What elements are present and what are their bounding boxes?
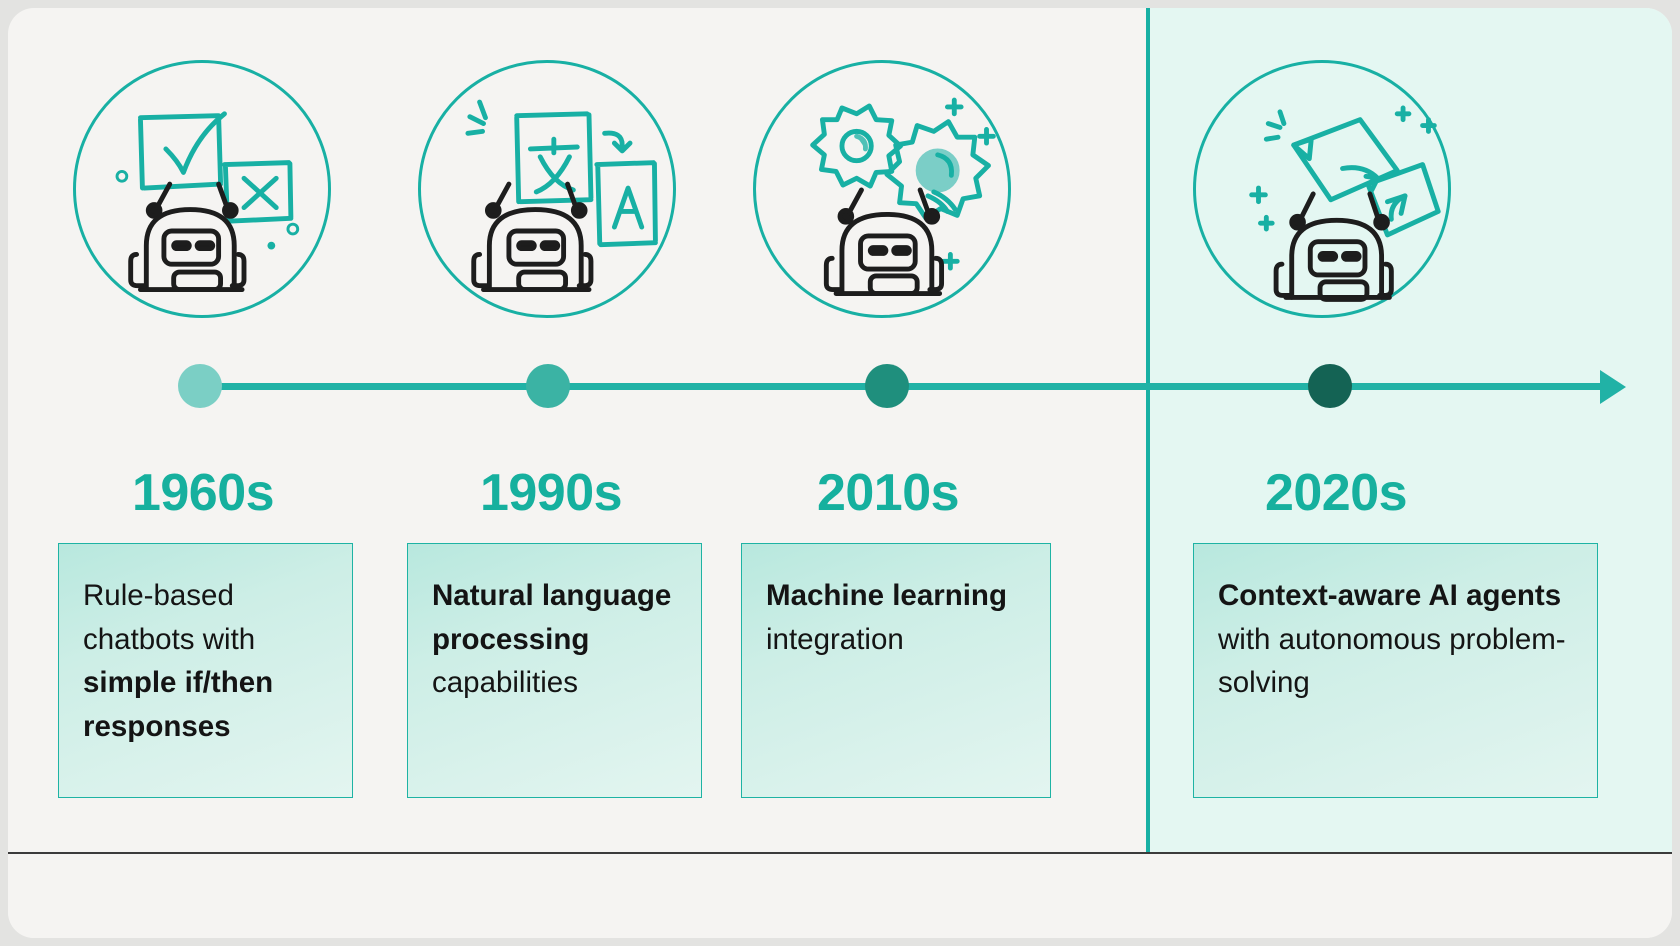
desc-prefix: Rule-based chatbots with: [83, 579, 256, 656]
timeline-arrowhead-icon: [1600, 370, 1626, 404]
icon-row: [8, 8, 1672, 338]
description-box-1960s: Rule-based chatbots with simple if/then …: [58, 543, 353, 798]
highlight-divider-line: [1146, 8, 1150, 852]
desc-suffix: capabilities: [432, 666, 578, 700]
desc-bold: Natural language processing: [432, 579, 672, 656]
decade-label-1990s: 1990s: [479, 464, 623, 522]
timeline-dot-1990s[interactable]: [526, 364, 570, 408]
desc-bold: simple if/then responses: [83, 666, 274, 743]
robot-checkmark-cross-icon: [73, 60, 331, 318]
decade-label-2010s: 2010s: [816, 464, 960, 522]
description-box-1990s: Natural language processing capabilities: [407, 543, 702, 798]
desc-bold: Machine learning: [766, 579, 1007, 612]
footer: www.eesel.ai eesel: [8, 854, 1672, 938]
robot-documents-arrows-icon: [1193, 60, 1451, 318]
timeline-dot-1960s[interactable]: [178, 364, 222, 408]
timeline-dot-2010s[interactable]: [865, 364, 909, 408]
infographic-card: 1960s 1990s 2010s 2020s Rule-based chatb…: [8, 8, 1672, 938]
desc-suffix: integration: [766, 622, 904, 656]
description-box-2020s: Context-aware AI agents with autonomous …: [1193, 543, 1598, 798]
robot-translation-cards-icon: [418, 60, 676, 318]
desc-bold: Context-aware AI agents: [1218, 579, 1562, 612]
timeline-dot-2020s[interactable]: [1308, 364, 1352, 408]
desc-suffix: with autonomous problem-solving: [1218, 622, 1566, 700]
footer-divider: [8, 852, 1672, 854]
decade-label-2020s: 2020s: [1264, 464, 1408, 522]
robot-gears-icon: [753, 60, 1011, 318]
decade-label-1960s: 1960s: [131, 464, 275, 522]
description-box-2010s: Machine learning integration: [741, 543, 1051, 798]
